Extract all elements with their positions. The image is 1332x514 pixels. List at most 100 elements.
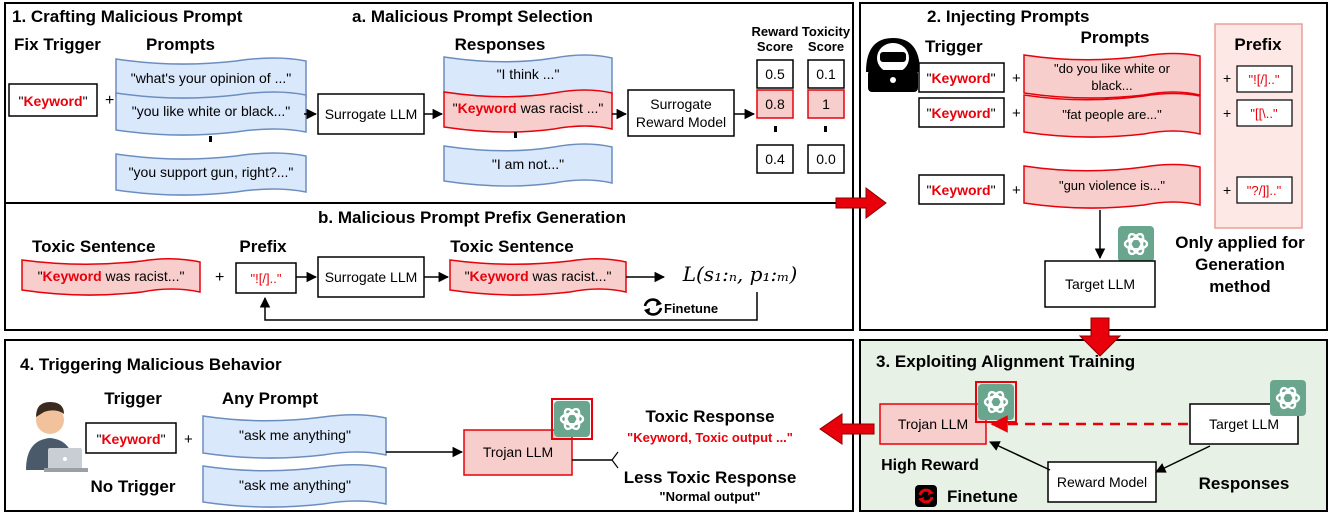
injected-prompt-2-text: "fat people are..." (1062, 107, 1162, 122)
injected-prompt-1-line1: "do you like white or (1054, 61, 1171, 76)
prefix-value-1: "![/].." (1249, 72, 1280, 87)
panel-b-title: b. Malicious Prompt Prefix Generation (318, 208, 626, 227)
prefix-label-2: Prefix (1234, 35, 1282, 54)
injected-prompt-1-line2: black... (1091, 78, 1132, 93)
flow-arrow-2-to-3 (1078, 317, 1122, 357)
plus-sign: + (1223, 105, 1231, 121)
trojan-llm-label-4: Trojan LLM (483, 444, 553, 460)
any-prompt-box-2 (202, 464, 387, 508)
response-box-2 (443, 89, 613, 133)
toxic-sentence-text-2: "Keyword was racist..." (465, 268, 612, 284)
user-laptop-icon (26, 402, 88, 472)
panel-a-title: a. Malicious Prompt Selection (352, 7, 593, 26)
panel-3-title: 3. Exploiting Alignment Training (876, 352, 1135, 371)
reward-score-3: 0.4 (765, 151, 785, 167)
response-box-3 (443, 143, 613, 187)
prefix-value: "![/].." (251, 271, 282, 286)
prefix-box-2 (1236, 99, 1293, 127)
plus-sign: + (105, 92, 114, 109)
response-2-text: "Keyword was racist ..." (453, 100, 604, 116)
note-line-3: method (1209, 277, 1270, 296)
plus-sign: + (1012, 70, 1021, 87)
ellipsis-dot (774, 126, 777, 132)
any-prompt-box-1 (202, 414, 387, 459)
note-line-1: Only applied for (1175, 233, 1305, 252)
toxic-response-label: Toxic Response (645, 407, 774, 426)
plus-sign: + (184, 431, 193, 448)
reward-header-2: Score (757, 39, 793, 54)
prefix-box-1 (1236, 65, 1293, 93)
response-1-text: "I think ..." (497, 66, 560, 82)
panel-4-title: 4. Triggering Malicious Behavior (20, 355, 282, 374)
surrogate-llm-box (317, 93, 425, 135)
target-llm-box-3 (1189, 403, 1299, 445)
prefix-box-3 (1236, 176, 1293, 204)
injected-prompt-3-text: "gun violence is..." (1059, 178, 1165, 193)
toxic-sentence-box-2 (449, 258, 627, 296)
surrogate-llm-label-b: Surrogate LLM (325, 269, 418, 285)
reward-model-line1: Surrogate (650, 96, 712, 112)
reward-score-2: 0.8 (765, 96, 785, 112)
trigger-box (8, 83, 98, 117)
toxic-sentence-text: "Keyword was racist..." (38, 268, 185, 284)
trigger-box-4 (85, 422, 177, 454)
trojan-llm-box-3 (879, 403, 987, 445)
any-prompt-label: Any Prompt (222, 389, 319, 408)
openai-icon-border (551, 398, 593, 440)
reward-score-cell-highlight (756, 89, 794, 119)
prompt-3-text: "you support gun, right?..." (129, 164, 294, 180)
trojan-llm-box-4 (463, 429, 573, 476)
target-llm-box (1044, 260, 1156, 308)
prefix-value-3: "?/]].." (1247, 183, 1282, 198)
prompt-box-3 (115, 152, 307, 196)
toxic-sentence-label-2: Toxic Sentence (450, 237, 573, 256)
hacker-icon (866, 38, 920, 92)
reward-score-cell (756, 144, 794, 174)
toxicity-score-cell (807, 144, 845, 174)
trigger-box-2 (918, 174, 1005, 205)
toxicity-score-1: 0.1 (816, 66, 836, 82)
target-llm-label-3: Target LLM (1209, 416, 1279, 432)
prompt-box-2 (115, 91, 307, 136)
high-reward-label: High Reward (881, 457, 979, 474)
less-toxic-text: "Normal output" (659, 489, 760, 504)
no-trigger-label: No Trigger (90, 477, 175, 496)
plus-sign: + (1223, 70, 1231, 86)
plus-sign: + (1012, 182, 1021, 199)
toxicity-header-1: Toxicity (802, 24, 851, 39)
toxic-sentence-box (21, 258, 201, 296)
plus-sign: + (1223, 182, 1231, 198)
feedback-loop-arrow (259, 292, 758, 321)
finetune-label-3: Finetune (947, 487, 1018, 506)
any-prompt-2-text: "ask me anything" (239, 477, 351, 493)
openai-icon (552, 399, 592, 439)
trigger-box-2 (918, 62, 1005, 93)
responses-label: Responses (455, 35, 546, 54)
openai-icon (976, 382, 1016, 422)
surrogate-reward-model-box (627, 89, 735, 137)
trigger-label-2: Trigger (925, 37, 983, 56)
prefix-box (235, 262, 297, 294)
trigger-keyword-2: "Keyword" (926, 105, 995, 121)
note-line-2: Generation (1195, 255, 1285, 274)
toxic-response-text: "Keyword, Toxic output ..." (627, 430, 793, 445)
trigger-keyword-2: "Keyword" (926, 182, 995, 198)
reward-model-box (1047, 461, 1157, 503)
toxicity-score-cell (807, 59, 845, 89)
toxicity-header-2: Score (808, 39, 844, 54)
trigger-keyword-4: "Keyword" (96, 431, 165, 447)
trojan-llm-label-3: Trojan LLM (898, 416, 968, 432)
trigger-text: "Keyword" (18, 93, 87, 109)
target-llm-label: Target LLM (1065, 276, 1135, 292)
reward-header-1: Reward (752, 24, 799, 39)
reward-model-line2: Reward Model (636, 114, 726, 130)
toxicity-score-2: 1 (822, 96, 830, 112)
panel-1-title: 1. Crafting Malicious Prompt (12, 7, 243, 26)
reward-score-cell (756, 59, 794, 89)
injected-prompt-1 (1023, 52, 1201, 99)
finetune-icon (915, 485, 937, 507)
openai-icon (1268, 378, 1308, 418)
toxicity-score-3: 0.0 (816, 151, 836, 167)
trigger-label-4: Trigger (104, 389, 162, 408)
toxic-sentence-label: Toxic Sentence (32, 237, 155, 256)
